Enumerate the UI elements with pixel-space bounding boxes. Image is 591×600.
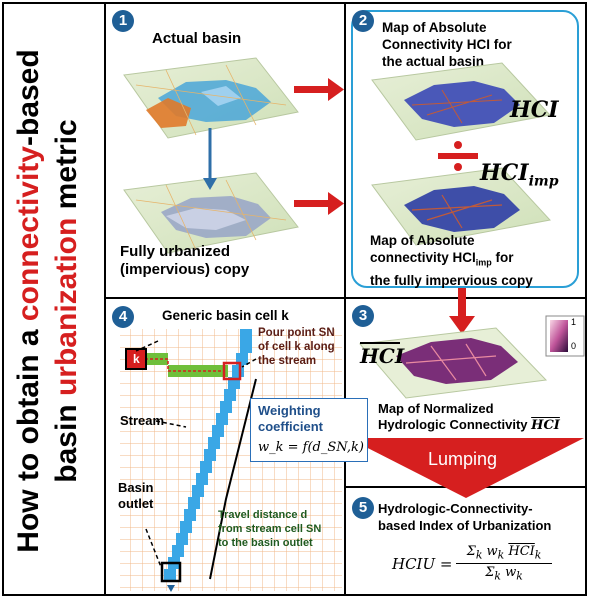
arrow-to-hci-imp-map xyxy=(294,192,344,215)
index-line-1: Hydrologic-Connectivity- xyxy=(378,501,533,516)
weighting-line-2: coefficient xyxy=(258,419,324,434)
outlet-marker xyxy=(160,561,182,583)
pour-point-label: Pour point SN of cell k along the stream xyxy=(258,326,335,368)
hci-imp-map-caption: Map of Absolute connectivity HCIimp for … xyxy=(370,232,533,289)
norm-caption-line-1: Map of Normalized xyxy=(378,401,494,416)
imp-caption-line-3: the fully impervious copy xyxy=(370,272,533,288)
urbanized-copy-label: Fully urbanized (impervious) copy xyxy=(120,243,249,279)
imp-caption-line-2: connectivity HCIimp for xyxy=(370,249,533,272)
hci-imp-symbol: HCIimp xyxy=(480,160,559,189)
cell-k-letter: k xyxy=(133,352,140,366)
title-text: -based xyxy=(12,49,45,146)
outlet-arrow xyxy=(167,585,175,592)
panel-5-badge: 5 xyxy=(352,497,374,519)
panel-1-graphics xyxy=(123,57,344,254)
hci-map xyxy=(371,62,551,141)
distance-ruler xyxy=(209,378,257,580)
travel-distance-label: Travel distance d from stream cell SN to… xyxy=(218,508,321,550)
pour-point-marker xyxy=(222,361,242,381)
divider-title xyxy=(104,2,106,596)
divider-center xyxy=(344,2,346,596)
lumping-label: Lumping xyxy=(428,449,498,469)
pour-line-1: Pour point SN xyxy=(258,327,335,339)
title-highlight-connectivity: connectivity xyxy=(12,146,45,322)
legend-max: 1 xyxy=(571,317,577,327)
title-line-1: How to obtain a connectivity-based xyxy=(10,6,48,596)
urbanized-line-1: Fully urbanized xyxy=(120,243,231,260)
imp-caption-sub: imp xyxy=(475,257,492,268)
travel-line-3: to the basin outlet xyxy=(218,537,313,549)
lumping-arrow xyxy=(348,438,584,498)
title-highlight-urbanization: urbanization xyxy=(50,217,83,397)
hci-caption-line-3: the actual basin xyxy=(382,54,485,69)
division-sign xyxy=(438,141,478,171)
urbanized-basin-map xyxy=(123,172,299,254)
hci-caption-line-1: Map of Absolute xyxy=(382,20,487,35)
hci-hat-text: HCI xyxy=(360,344,405,368)
title-text: How to obtain a xyxy=(12,321,45,553)
formula-denominator: Σk wk xyxy=(485,564,523,583)
hci-map-caption: Map of Absolute Connectivity HCI for the… xyxy=(382,19,512,70)
arrow-to-hci-map xyxy=(294,78,344,101)
hci-imp-base: HCI xyxy=(480,160,529,186)
hci-imp-subscript: imp xyxy=(528,173,559,190)
generic-cell-text: Generic basin cell k xyxy=(162,308,289,323)
leader-lines xyxy=(135,340,257,568)
norm-caption-symbol: HCI xyxy=(531,418,560,433)
imp-caption-line-1: Map of Absolute xyxy=(370,233,475,248)
outlet-line-1: Basin xyxy=(118,480,154,495)
panel-2-badge: 2 xyxy=(352,10,374,32)
actual-basin-map xyxy=(123,57,299,139)
normalized-hci-map xyxy=(359,327,548,399)
travel-line-2: from stream cell SN xyxy=(218,523,322,535)
norm-caption-line-2: Hydrologic Connectivity HCI xyxy=(378,417,560,434)
panel-4-badge: 4 xyxy=(112,306,134,328)
pour-line-2: of cell k along xyxy=(258,341,335,353)
weighting-line-1: Weighting xyxy=(258,403,321,418)
panel-2-box xyxy=(351,10,579,288)
title-text: metric xyxy=(50,119,83,218)
imp-caption-text: connectivity HCI xyxy=(370,250,476,265)
divider-middle xyxy=(104,297,587,299)
down-arrow-to-normalized xyxy=(449,288,475,334)
title-line-2: basin urbanization metric xyxy=(48,6,86,596)
cell-k xyxy=(125,348,147,370)
weighting-formula: w_k = f(d_SN,k) xyxy=(258,440,364,455)
page-title: How to obtain a connectivity-based basin… xyxy=(10,6,100,596)
panel-2-graphics xyxy=(371,62,551,246)
hci-imp-map xyxy=(371,167,551,246)
weighting-box xyxy=(250,398,368,462)
urbanized-line-2: (impervious) copy xyxy=(120,261,250,278)
panel-1-badge: 1 xyxy=(112,10,134,32)
hci-caption-line-2: Connectivity HCI for xyxy=(382,37,512,52)
stream-label: Stream xyxy=(120,413,165,428)
pour-line-3: the stream xyxy=(258,355,317,367)
legend-min: 0 xyxy=(571,341,577,351)
generic-cell-label: Generic basin cell k xyxy=(162,308,289,323)
travel-line-1: Travel distance d xyxy=(218,509,308,521)
formula-bar xyxy=(456,562,552,564)
actual-basin-label: Actual basin xyxy=(152,30,242,47)
index-line-2: based Index of Urbanization xyxy=(378,518,552,533)
colorbar-legend xyxy=(545,315,585,357)
down-arrow xyxy=(203,128,217,190)
outlet-line-2: outlet xyxy=(118,496,154,511)
title-text: basin xyxy=(50,396,83,483)
panel-3-badge: 3 xyxy=(352,305,374,327)
imp-caption-for: for xyxy=(491,250,514,265)
panel-3-graphics xyxy=(359,288,585,399)
hciu-formula-lhs: HCIU = xyxy=(392,555,453,573)
hciu-formula-fraction: Σk wk HCIk Σk wk xyxy=(456,544,552,582)
formula-numerator: Σk wk HCIk xyxy=(466,544,542,562)
outer-frame xyxy=(2,2,587,596)
hci-symbol: HCI xyxy=(510,97,559,123)
hci-hat-symbol: HCI xyxy=(360,342,404,368)
basin-outlet-label: Basin outlet xyxy=(118,480,153,512)
normalized-caption: Map of Normalized Hydrologic Connectivit… xyxy=(378,401,560,434)
norm-caption-text: Hydrologic Connectivity xyxy=(378,417,528,432)
flow-path xyxy=(140,353,228,377)
index-caption: Hydrologic-Connectivity- based Index of … xyxy=(378,500,551,534)
weighting-label: Weighting coefficient xyxy=(258,403,323,435)
